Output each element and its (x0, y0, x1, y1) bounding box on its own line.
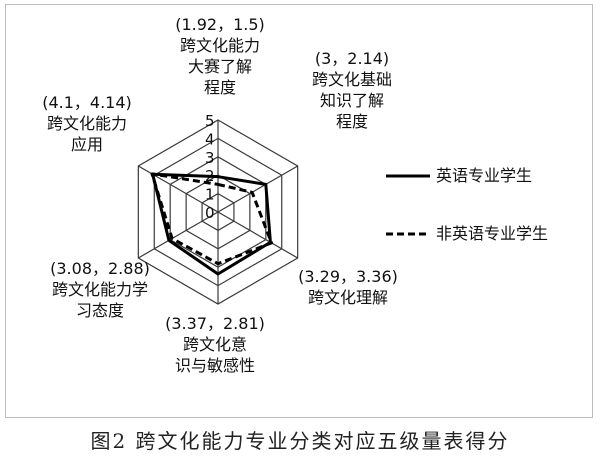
axis-name-contest-line3: 程度 (203, 78, 236, 97)
axis-label-awareness: (3.37，2.81) 跨文化意 识与敏感性 (140, 313, 290, 376)
legend-item-english: 英语专业学生 (386, 166, 532, 186)
series-non-english-line (150, 172, 274, 266)
axis-value-knowledge: (3，2.14) (314, 49, 390, 68)
axis-label-understanding: (3.29，3.36) 跨文化理解 (283, 266, 413, 308)
figure-caption: 图2 跨文化能力专业分类对应五级量表得分 (90, 429, 510, 453)
axis-name-application-line2: 应用 (70, 135, 103, 154)
axis-name-understanding: 跨文化理解 (307, 288, 388, 307)
axis-label-contest: (1.92，1.5) 跨文化能力 大赛了解 程度 (150, 14, 290, 98)
legend-dashed-line-icon (386, 232, 430, 236)
spoke-1 (217, 165, 298, 213)
spoke-2 (217, 211, 298, 259)
axis-name-knowledge-line1: 跨文化基础 (311, 70, 392, 89)
radial-tick-label-5: 5 (205, 112, 215, 130)
radial-tick-label-3: 3 (205, 149, 215, 167)
axis-value-application: (4.1，4.14) (42, 93, 132, 112)
axis-label-knowledge: (3，2.14) 跨文化基础 知识了解 程度 (282, 48, 422, 132)
axis-name-awareness-line2: 识与敏感性 (174, 356, 255, 375)
axis-name-attitude-line2: 习态度 (75, 301, 124, 320)
axis-value-contest: (1.92，1.5) (175, 15, 265, 34)
radial-tick-label-1: 1 (205, 186, 215, 204)
axis-value-awareness: (3.37，2.81) (165, 314, 265, 333)
legend-label-english: 英语专业学生 (436, 166, 533, 185)
axis-name-knowledge-line3: 程度 (335, 112, 368, 131)
legend-solid-line-icon (386, 174, 430, 178)
axis-name-awareness-line1: 跨文化意 (182, 335, 247, 354)
axis-name-application-line1: 跨文化能力 (46, 114, 127, 133)
axis-label-application: (4.1，4.14) 跨文化能力 应用 (22, 92, 152, 155)
axis-value-attitude: (3.08，2.88) (50, 259, 150, 278)
radial-tick-label-4: 4 (205, 130, 215, 148)
axis-name-knowledge-line2: 知识了解 (319, 91, 384, 110)
axis-name-contest-line1: 跨文化能力 (179, 36, 260, 55)
legend-label-non-english: 非英语专业学生 (436, 224, 549, 243)
axis-value-understanding: (3.29，3.36) (298, 267, 398, 286)
spoke-4 (138, 211, 219, 259)
radial-tick-label-0: 0 (205, 204, 215, 222)
axis-name-contest-line2: 大赛了解 (187, 57, 252, 76)
axis-name-attitude-line1: 跨文化能力学 (51, 280, 148, 299)
axis-label-attitude: (3.08，2.88) 跨文化能力学 习态度 (20, 258, 180, 321)
legend-item-non-english: 非英语专业学生 (386, 224, 548, 244)
figure-frame (5, 4, 593, 418)
